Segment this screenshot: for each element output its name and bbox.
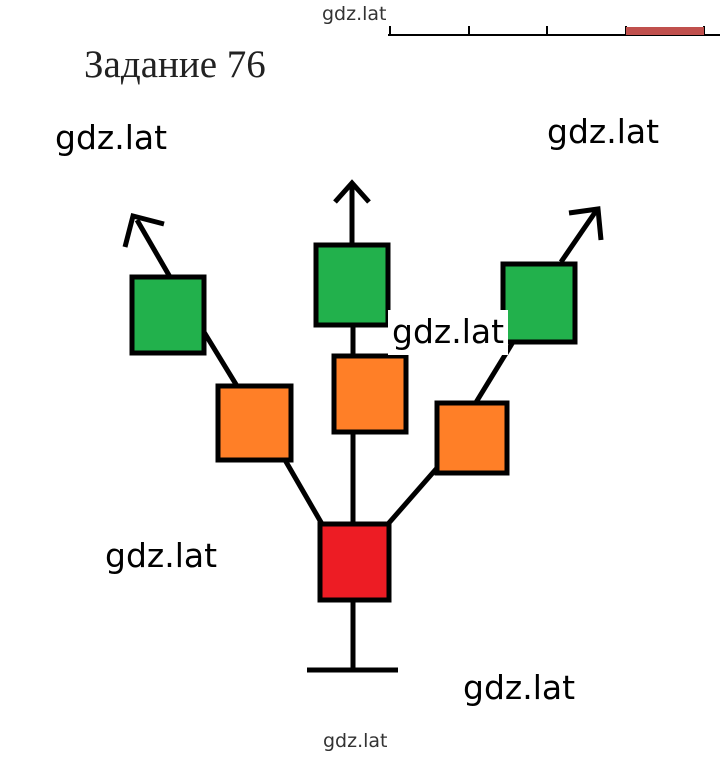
connector-lines: [122, 179, 604, 673]
arrow-left-shaft: [134, 218, 173, 279]
ruler-highlight: [626, 27, 704, 35]
link-left-top: [201, 330, 240, 388]
link-root-left: [282, 458, 325, 526]
top-square-left: [129, 274, 207, 356]
root-square: [317, 521, 392, 603]
header-watermark: gdz.lat: [322, 3, 387, 25]
middle-square-left: [215, 383, 294, 463]
watermark-top-left: gdz.lat: [55, 118, 168, 157]
header-ruler: [388, 26, 720, 36]
watermark-middle-left: gdz.lat: [105, 536, 218, 575]
watermark-bottom-right: gdz.lat: [463, 668, 576, 707]
arrow-up-left-icon: [122, 212, 165, 248]
task-title: Задание 76: [84, 43, 266, 86]
top-square-right: [500, 261, 578, 345]
watermark-center: gdz.lat: [388, 310, 509, 355]
arrow-up-right-icon: [568, 206, 604, 241]
arrow-right-shaft: [558, 209, 599, 264]
arrow-up-icon: [333, 179, 371, 204]
middle-square-center: [331, 353, 409, 435]
link-root-right: [386, 466, 439, 526]
top-square-center: [313, 242, 391, 328]
middle-square-right: [434, 400, 510, 476]
watermark-top-right: gdz.lat: [547, 112, 660, 151]
squares: [129, 242, 578, 603]
footer-watermark: gdz.lat: [323, 730, 388, 752]
